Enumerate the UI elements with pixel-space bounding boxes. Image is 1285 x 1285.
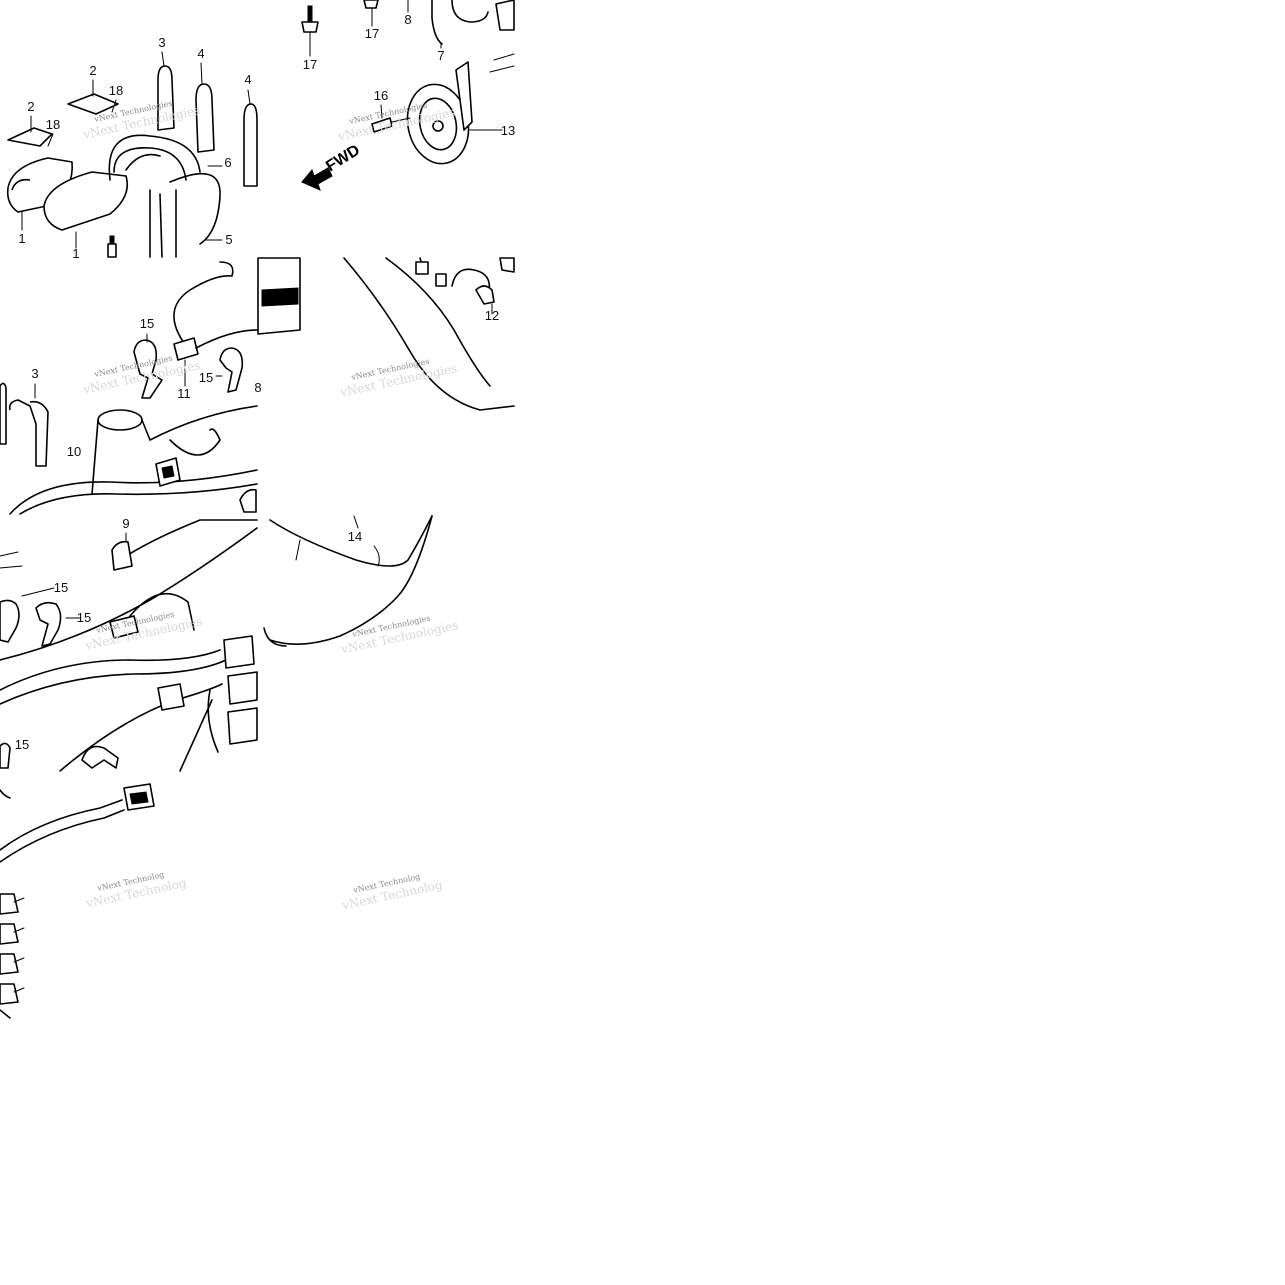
callout-layer: 1122334456789101112131415151515151617171… <box>15 12 515 752</box>
callout-c18a: 18 <box>109 83 123 98</box>
ignition-coil-assembly <box>6 51 258 258</box>
callout-c6: 6 <box>224 155 231 170</box>
callout-c15e: 15 <box>15 737 29 752</box>
callout-c1a: 1 <box>18 231 25 246</box>
callout-c5: 5 <box>225 232 232 247</box>
callout-c11: 11 <box>177 386 191 401</box>
callout-c8: 8 <box>404 12 411 27</box>
main-harness-front <box>0 257 301 515</box>
callout-c8b: 8 <box>254 380 261 395</box>
callout-c1b: 1 <box>72 246 79 261</box>
callout-c2b: 2 <box>89 63 96 78</box>
callout-c15a: 15 <box>140 316 154 331</box>
frame-rear <box>343 257 515 411</box>
callout-c2a: 2 <box>27 99 34 114</box>
callout-c18b: 18 <box>46 117 60 132</box>
horn-assembly: FWD <box>301 0 515 191</box>
callout-c15b: 15 <box>199 370 213 385</box>
main-harness-rear <box>0 783 155 1019</box>
callout-c7: 7 <box>437 48 444 63</box>
callout-c14: 14 <box>348 529 362 544</box>
fwd-direction-label: FWD <box>323 142 363 176</box>
main-harness-middle <box>0 519 258 772</box>
callout-c10: 10 <box>67 444 81 459</box>
callout-c15c: 15 <box>54 580 68 595</box>
callout-c4a: 4 <box>197 46 204 61</box>
callout-c16: 16 <box>374 88 388 103</box>
callout-c4b: 4 <box>244 72 251 87</box>
callout-c13: 13 <box>501 123 515 138</box>
callout-c17a: 17 <box>303 57 317 72</box>
rear-fender <box>263 515 433 647</box>
callout-c12: 12 <box>485 308 499 323</box>
callout-c3b: 3 <box>31 366 38 381</box>
callout-c9: 9 <box>122 516 129 531</box>
callout-c3a: 3 <box>158 35 165 50</box>
callout-c15d: 15 <box>77 610 91 625</box>
callout-c17b: 17 <box>365 26 379 41</box>
